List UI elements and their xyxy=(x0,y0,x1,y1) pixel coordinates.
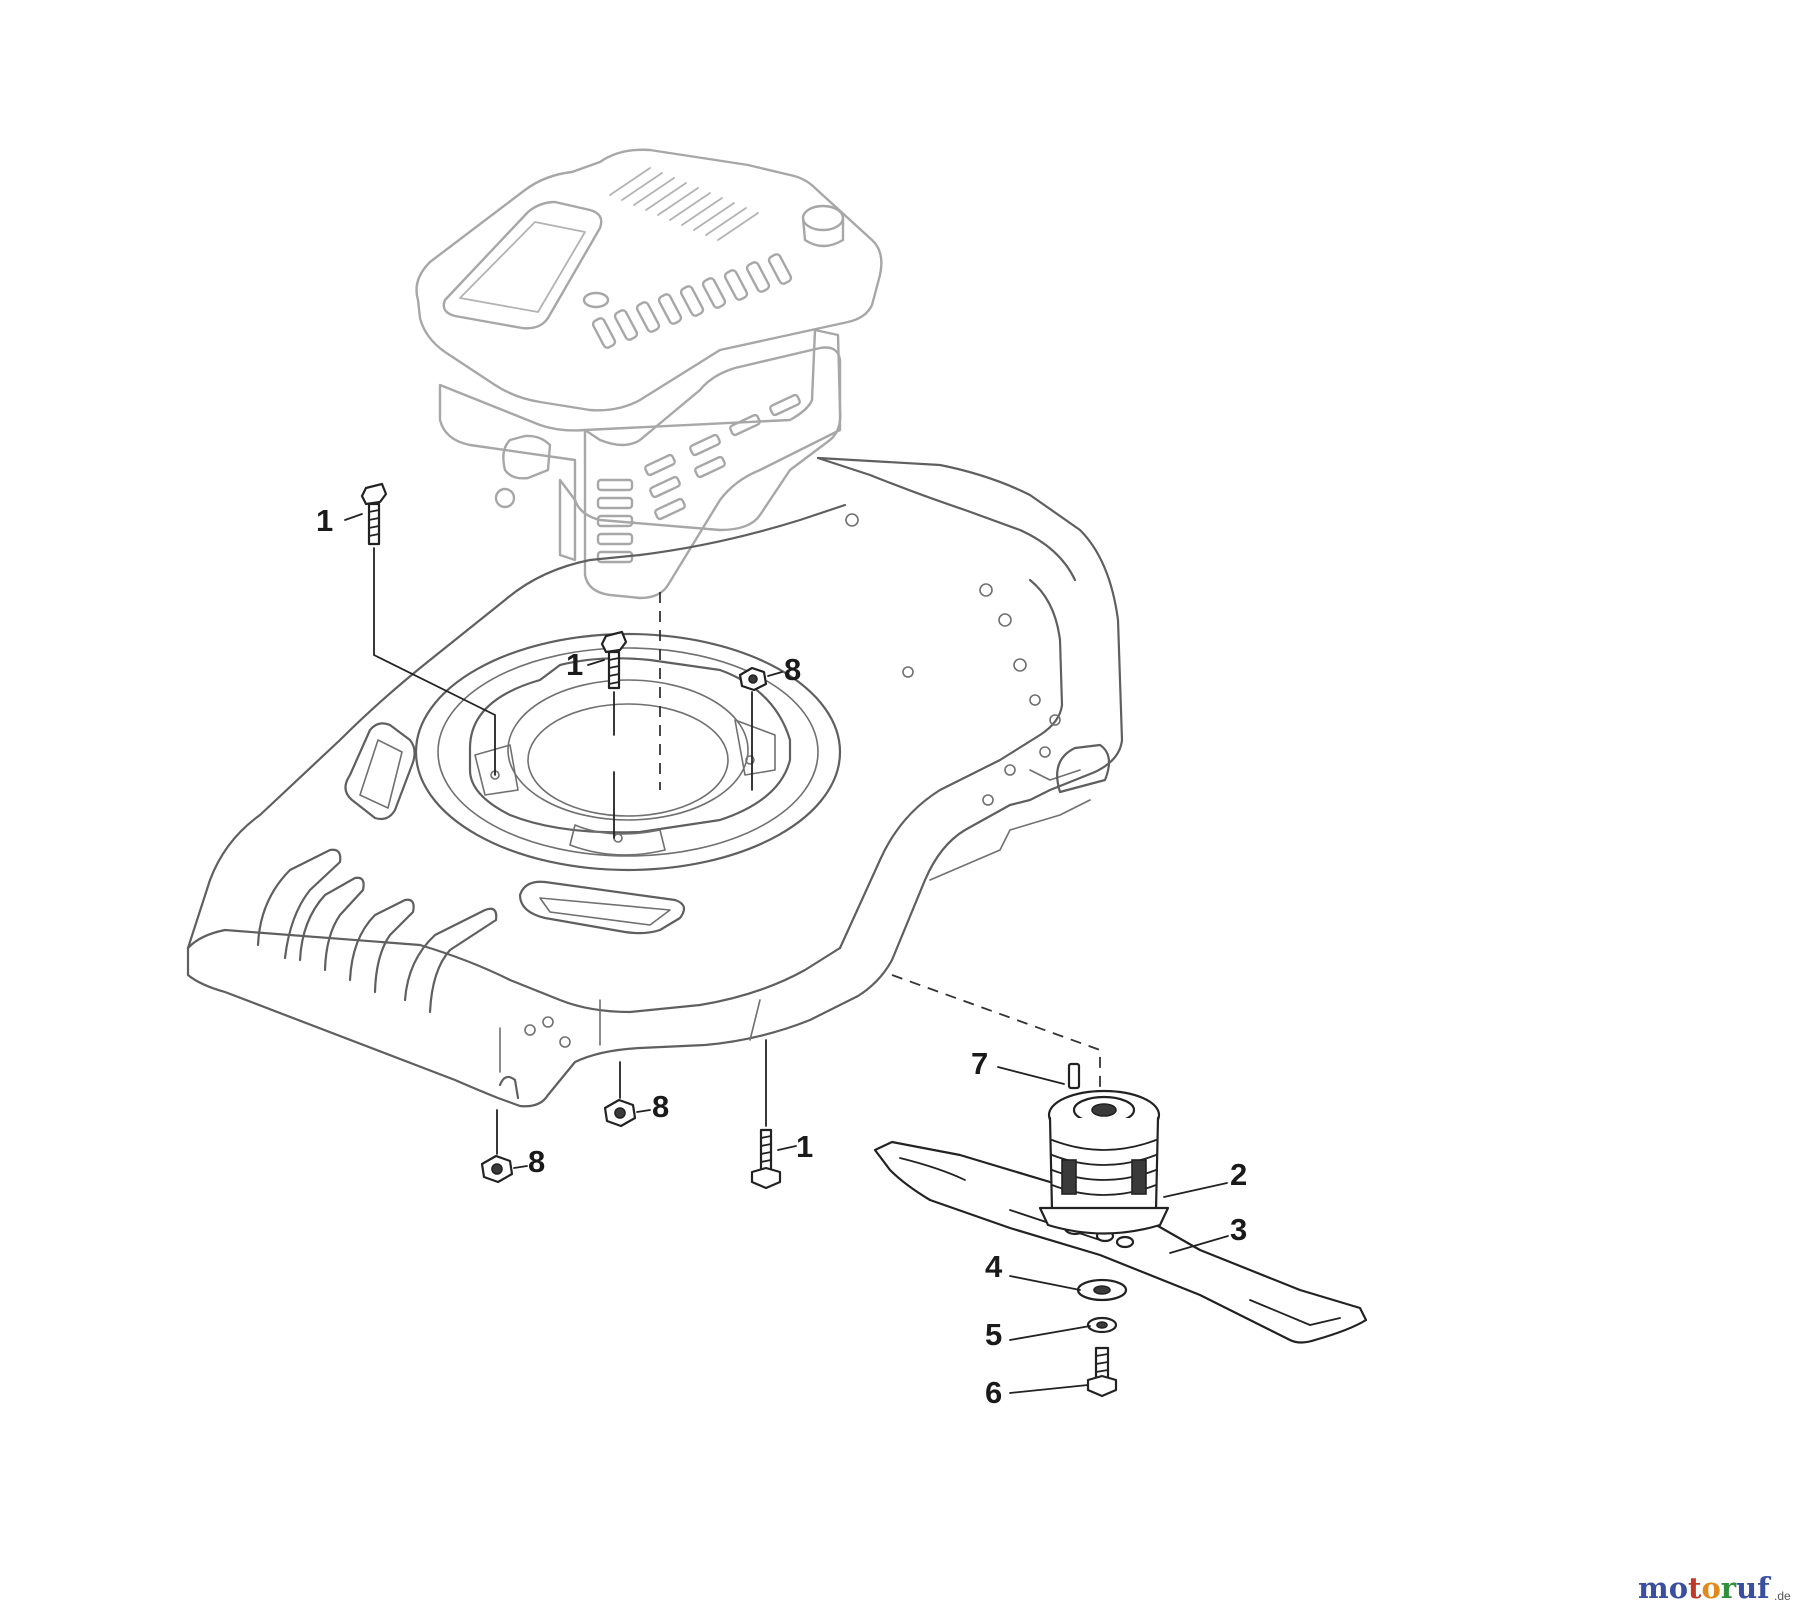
callout-7: 7 xyxy=(971,1046,988,1081)
callout-8-upper: 8 xyxy=(784,652,801,687)
bolt-bottom xyxy=(750,1128,782,1190)
callout-3: 3 xyxy=(1230,1212,1247,1247)
callout-2: 2 xyxy=(1230,1157,1247,1192)
engine-illustration xyxy=(415,148,883,600)
cup-washer xyxy=(1086,1316,1118,1334)
motoruf-watermark-logo: motoruf .de xyxy=(1638,1571,1791,1605)
callout-8-lower-middle: 8 xyxy=(652,1089,669,1124)
washer xyxy=(1076,1278,1128,1302)
bolt-upper-left xyxy=(360,482,388,546)
svg-text:.de: .de xyxy=(1774,1589,1791,1603)
nut-lower-middle xyxy=(603,1098,637,1128)
nut-lower-left xyxy=(480,1154,514,1184)
callout-1-center: 1 xyxy=(566,647,583,682)
callout-1-bottom: 1 xyxy=(796,1129,813,1164)
svg-text:motoruf: motoruf xyxy=(1638,1571,1772,1605)
leader-bolt-upper-left xyxy=(373,547,496,776)
blade-axis-line xyxy=(891,974,1101,1092)
bolt-center xyxy=(600,630,628,690)
callout-4: 4 xyxy=(985,1249,1003,1284)
blade-bolt xyxy=(1086,1346,1118,1398)
callout-6: 6 xyxy=(985,1375,1002,1410)
key-pin xyxy=(1067,1062,1081,1090)
mower-deck-illustration xyxy=(186,456,1124,1108)
callout-1-upper-left: 1 xyxy=(316,503,333,538)
callout-8-lower-left: 8 xyxy=(528,1144,545,1179)
nut-upper xyxy=(738,666,768,692)
callout-5: 5 xyxy=(985,1317,1002,1352)
blade-adapter xyxy=(1038,1089,1170,1235)
